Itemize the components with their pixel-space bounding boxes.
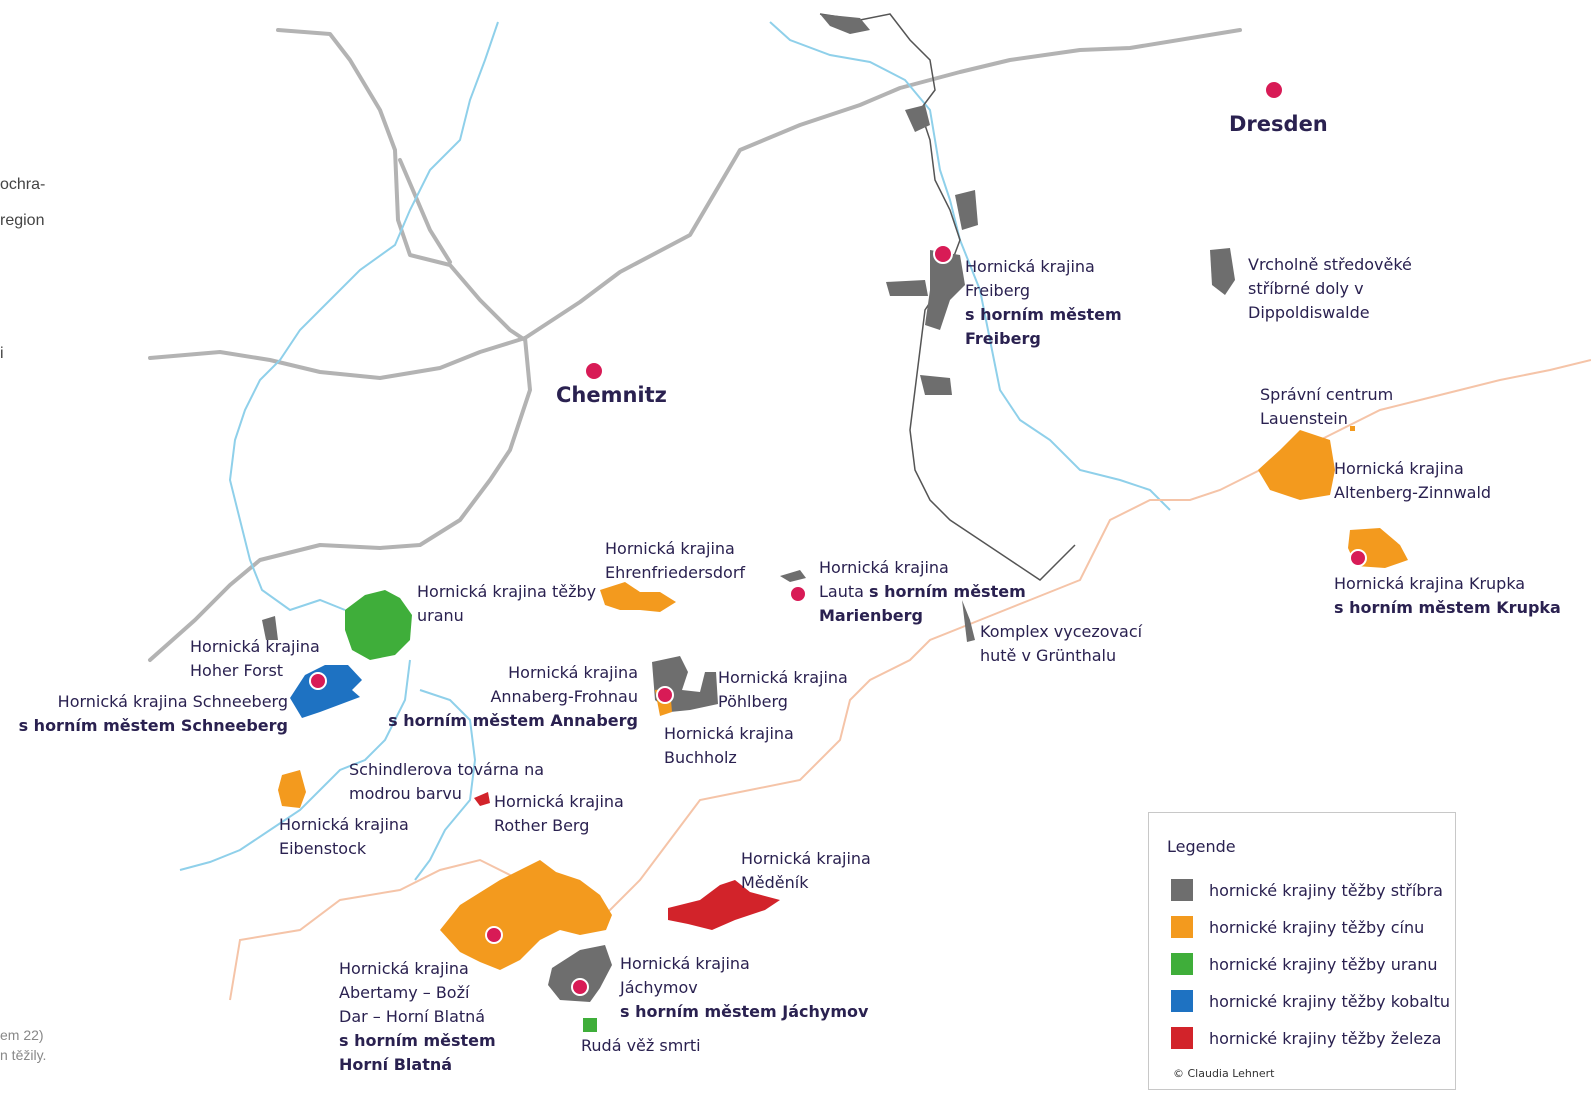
iron-areas xyxy=(474,792,780,930)
uranium-area xyxy=(345,590,412,660)
legend-item-uranium: hornické krajiny těžby uranu xyxy=(1171,953,1438,975)
cobalt-area xyxy=(290,665,362,718)
legend-swatch-iron xyxy=(1171,1027,1193,1049)
town-marker-jachymov xyxy=(571,978,589,996)
town-marker-chemnitz xyxy=(584,361,604,381)
map-legend: Legende hornické krajiny těžby stříbra h… xyxy=(1148,812,1456,1090)
label-ruda-vez: Rudá věž smrti xyxy=(581,1036,701,1055)
town-marker-horni-blatna xyxy=(485,926,503,944)
lauenstein-marker xyxy=(1350,426,1355,431)
legend-item-silver: hornické krajiny těžby stříbra xyxy=(1171,879,1443,901)
legend-label-silver: hornické krajiny těžby stříbra xyxy=(1209,880,1443,900)
legend-item-iron: hornické krajiny těžby železa xyxy=(1171,1027,1441,1049)
town-marker-freiberg xyxy=(933,244,953,264)
town-marker-krupka xyxy=(1349,549,1367,567)
roads xyxy=(148,28,1242,662)
side-text-3: i xyxy=(0,345,4,362)
legend-label-uranium: hornické krajiny těžby uranu xyxy=(1209,954,1438,974)
ruda-vez-marker xyxy=(583,1018,597,1032)
legend-item-tin: hornické krajiny těžby cínu xyxy=(1171,916,1424,938)
legend-swatch-uranium xyxy=(1171,953,1193,975)
side-text-2: region xyxy=(0,212,45,229)
town-markers xyxy=(309,80,1367,996)
footer-text-2: n těžily. xyxy=(0,1047,47,1063)
town-marker-marienberg xyxy=(789,585,807,603)
legend-label-tin: hornické krajiny těžby cínu xyxy=(1209,917,1425,937)
city-chemnitz: Chemnitz xyxy=(556,383,667,407)
legend-label-cobalt: hornické krajiny těžby kobaltu xyxy=(1209,991,1450,1011)
side-text-1: ochra- xyxy=(0,176,46,193)
town-marker-schneeberg xyxy=(309,672,327,690)
town-marker-annaberg xyxy=(656,686,674,704)
label-lauta: Hornická krajina Lauta s horním městem M… xyxy=(819,558,1026,625)
city-dresden: Dresden xyxy=(1229,112,1328,136)
legend-item-cobalt: hornické krajiny těžby kobaltu xyxy=(1171,990,1450,1012)
legend-swatch-silver xyxy=(1171,879,1193,901)
legend-label-iron: hornické krajiny těžby železa xyxy=(1209,1028,1442,1048)
town-marker-dresden xyxy=(1264,80,1284,100)
national-border xyxy=(229,359,1591,1001)
legend-copyright: © Claudia Lehnert xyxy=(1173,1067,1275,1080)
legend-swatch-cobalt xyxy=(1171,990,1193,1012)
legend-title: Legende xyxy=(1167,837,1236,856)
legend-swatch-tin xyxy=(1171,916,1193,938)
footer-text-1: em 22) xyxy=(0,1027,44,1043)
